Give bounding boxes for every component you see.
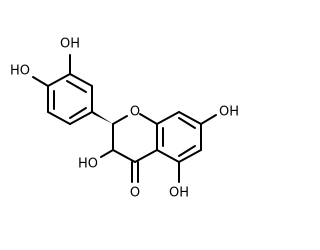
oh-7-label: OH bbox=[219, 105, 239, 120]
double-bond bbox=[69, 107, 87, 119]
bond bbox=[156, 149, 180, 163]
ring-oxygen-label: O bbox=[130, 105, 140, 120]
bond bbox=[112, 149, 136, 163]
catechol-ring bbox=[47, 73, 93, 125]
heterocyclic-ring bbox=[112, 113, 158, 163]
carbonyl-oxygen-label: O bbox=[130, 186, 140, 201]
oh-5-label: OH bbox=[169, 186, 189, 201]
bond bbox=[178, 111, 202, 125]
bond-oh-para bbox=[32, 76, 49, 87]
bond bbox=[69, 73, 93, 87]
ho-label: HO bbox=[10, 64, 30, 79]
double-bond bbox=[66, 80, 87, 93]
bond bbox=[47, 111, 71, 125]
bond bbox=[134, 149, 158, 163]
a-ring bbox=[156, 111, 202, 163]
double-bond bbox=[178, 145, 196, 157]
ho-3-label: HO bbox=[78, 157, 98, 172]
stereo-wedge-bond bbox=[91, 110, 113, 124]
bond bbox=[156, 111, 180, 125]
double-bond bbox=[178, 117, 196, 129]
bond bbox=[69, 111, 93, 125]
chemical-structure-diagram: OH HO O O HO OH OH bbox=[9, 36, 240, 201]
bond-oh-3 bbox=[100, 149, 114, 158]
oh-label: OH bbox=[60, 37, 80, 52]
bond-oh-7 bbox=[200, 114, 217, 125]
bond bbox=[112, 115, 128, 125]
bond bbox=[47, 73, 71, 87]
bond bbox=[178, 149, 202, 163]
bond bbox=[139, 113, 158, 125]
